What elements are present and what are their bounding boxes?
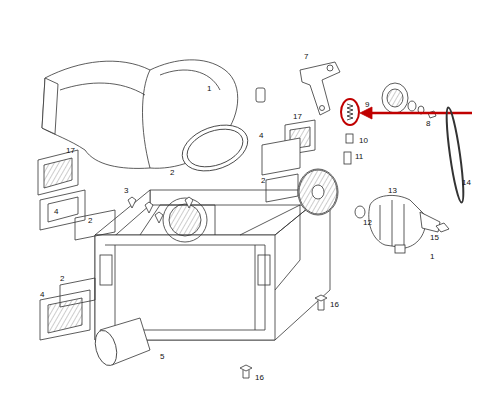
part-number: 16 — [255, 373, 264, 382]
part-number: 3 — [124, 186, 128, 195]
part-number: 1 — [430, 252, 434, 261]
part-number: 2 — [261, 176, 265, 185]
part-number: 4 — [54, 207, 58, 216]
part-number: 14 — [462, 178, 471, 187]
part-number: 16 — [330, 300, 339, 309]
vent-left — [38, 150, 115, 240]
part-number: 13 — [388, 186, 397, 195]
highlight-circle — [341, 99, 359, 125]
part-number: 5 — [160, 352, 164, 361]
bracket — [300, 62, 340, 115]
part-number: 8 — [426, 119, 430, 128]
spring-holder — [346, 134, 353, 143]
part-number: 1 — [207, 84, 211, 93]
small-clip — [256, 88, 265, 102]
part-number: 7 — [304, 52, 308, 61]
part-number: 10 — [359, 136, 368, 145]
part-number: 15 — [430, 233, 439, 242]
clip — [436, 223, 449, 232]
part-number: 11 — [355, 152, 363, 161]
drive-belt — [443, 107, 466, 203]
bolts — [240, 295, 327, 378]
spring — [347, 104, 353, 120]
nut — [355, 206, 365, 218]
part-number: 2 — [60, 274, 64, 283]
part-number: 17 — [293, 112, 302, 121]
part-number: 9 — [365, 100, 369, 109]
outlet-duct — [92, 318, 150, 368]
motor — [369, 195, 440, 253]
pointer-arrow — [360, 107, 472, 119]
screws — [128, 197, 193, 223]
part-number: 4 — [40, 290, 44, 299]
blower-wheel — [298, 169, 338, 215]
vent-front — [40, 278, 95, 340]
part-number: 4 — [259, 131, 263, 140]
ring-gasket — [176, 117, 254, 180]
sensor — [344, 152, 351, 164]
base-housing — [95, 190, 330, 340]
part-number: 12 — [363, 218, 372, 227]
part-number: 2 — [88, 216, 92, 225]
part-number: 2 — [170, 168, 174, 177]
part-number: 17 — [66, 146, 75, 155]
